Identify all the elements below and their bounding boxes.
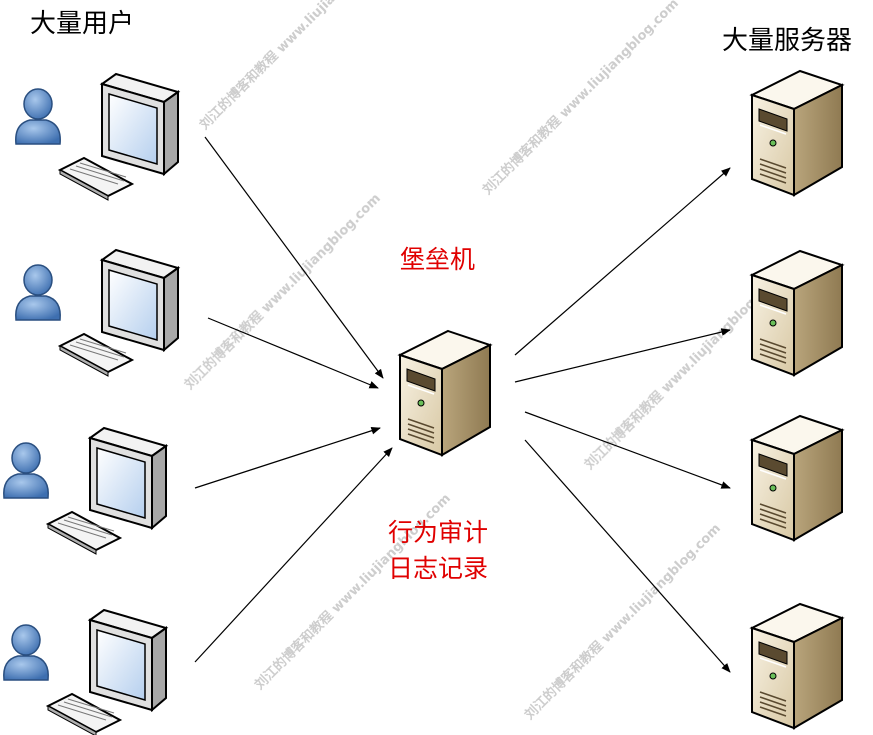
arrow-bastion-to-server3 bbox=[524, 411, 731, 489]
user-connections bbox=[194, 136, 393, 663]
user-workstation-3 bbox=[2, 427, 168, 555]
arrow-user2-to-bastion bbox=[207, 317, 379, 389]
arrow-user3-to-bastion bbox=[194, 427, 381, 489]
server-connections bbox=[514, 167, 731, 673]
arrow-bastion-to-server1 bbox=[514, 167, 731, 356]
arrow-bastion-to-server2 bbox=[514, 328, 731, 383]
user-workstation-1 bbox=[14, 73, 180, 201]
watermark-text: 刘江的博客和教程 www.liujiangblog.com bbox=[182, 190, 384, 392]
target-server-1 bbox=[751, 70, 843, 196]
users-title: 大量用户 bbox=[30, 9, 135, 39]
audit-log-label: 行为审计 日志记录 bbox=[388, 515, 488, 587]
bastion-host-server bbox=[399, 330, 491, 456]
target-server-2 bbox=[751, 250, 843, 376]
watermark-text: 刘江的博客和教程 www.liujiangblog.com bbox=[197, 0, 399, 133]
arrow-user1-to-bastion bbox=[204, 136, 384, 379]
bastion-label: 堡垒机 bbox=[400, 245, 476, 274]
arrow-bastion-to-server4 bbox=[524, 439, 731, 673]
arrow-user4-to-bastion bbox=[194, 447, 393, 663]
watermark-text: 刘江的博客和教程 www.liujiangblog.com bbox=[480, 0, 682, 198]
target-server-4 bbox=[751, 603, 843, 729]
target-server-3 bbox=[751, 415, 843, 541]
audit-line-1: 行为审计 bbox=[388, 518, 489, 547]
audit-line-2: 日志记录 bbox=[388, 554, 489, 583]
user-workstation-4 bbox=[2, 609, 168, 735]
servers-title: 大量服务器 bbox=[722, 26, 853, 56]
user-workstation-2 bbox=[14, 249, 180, 377]
